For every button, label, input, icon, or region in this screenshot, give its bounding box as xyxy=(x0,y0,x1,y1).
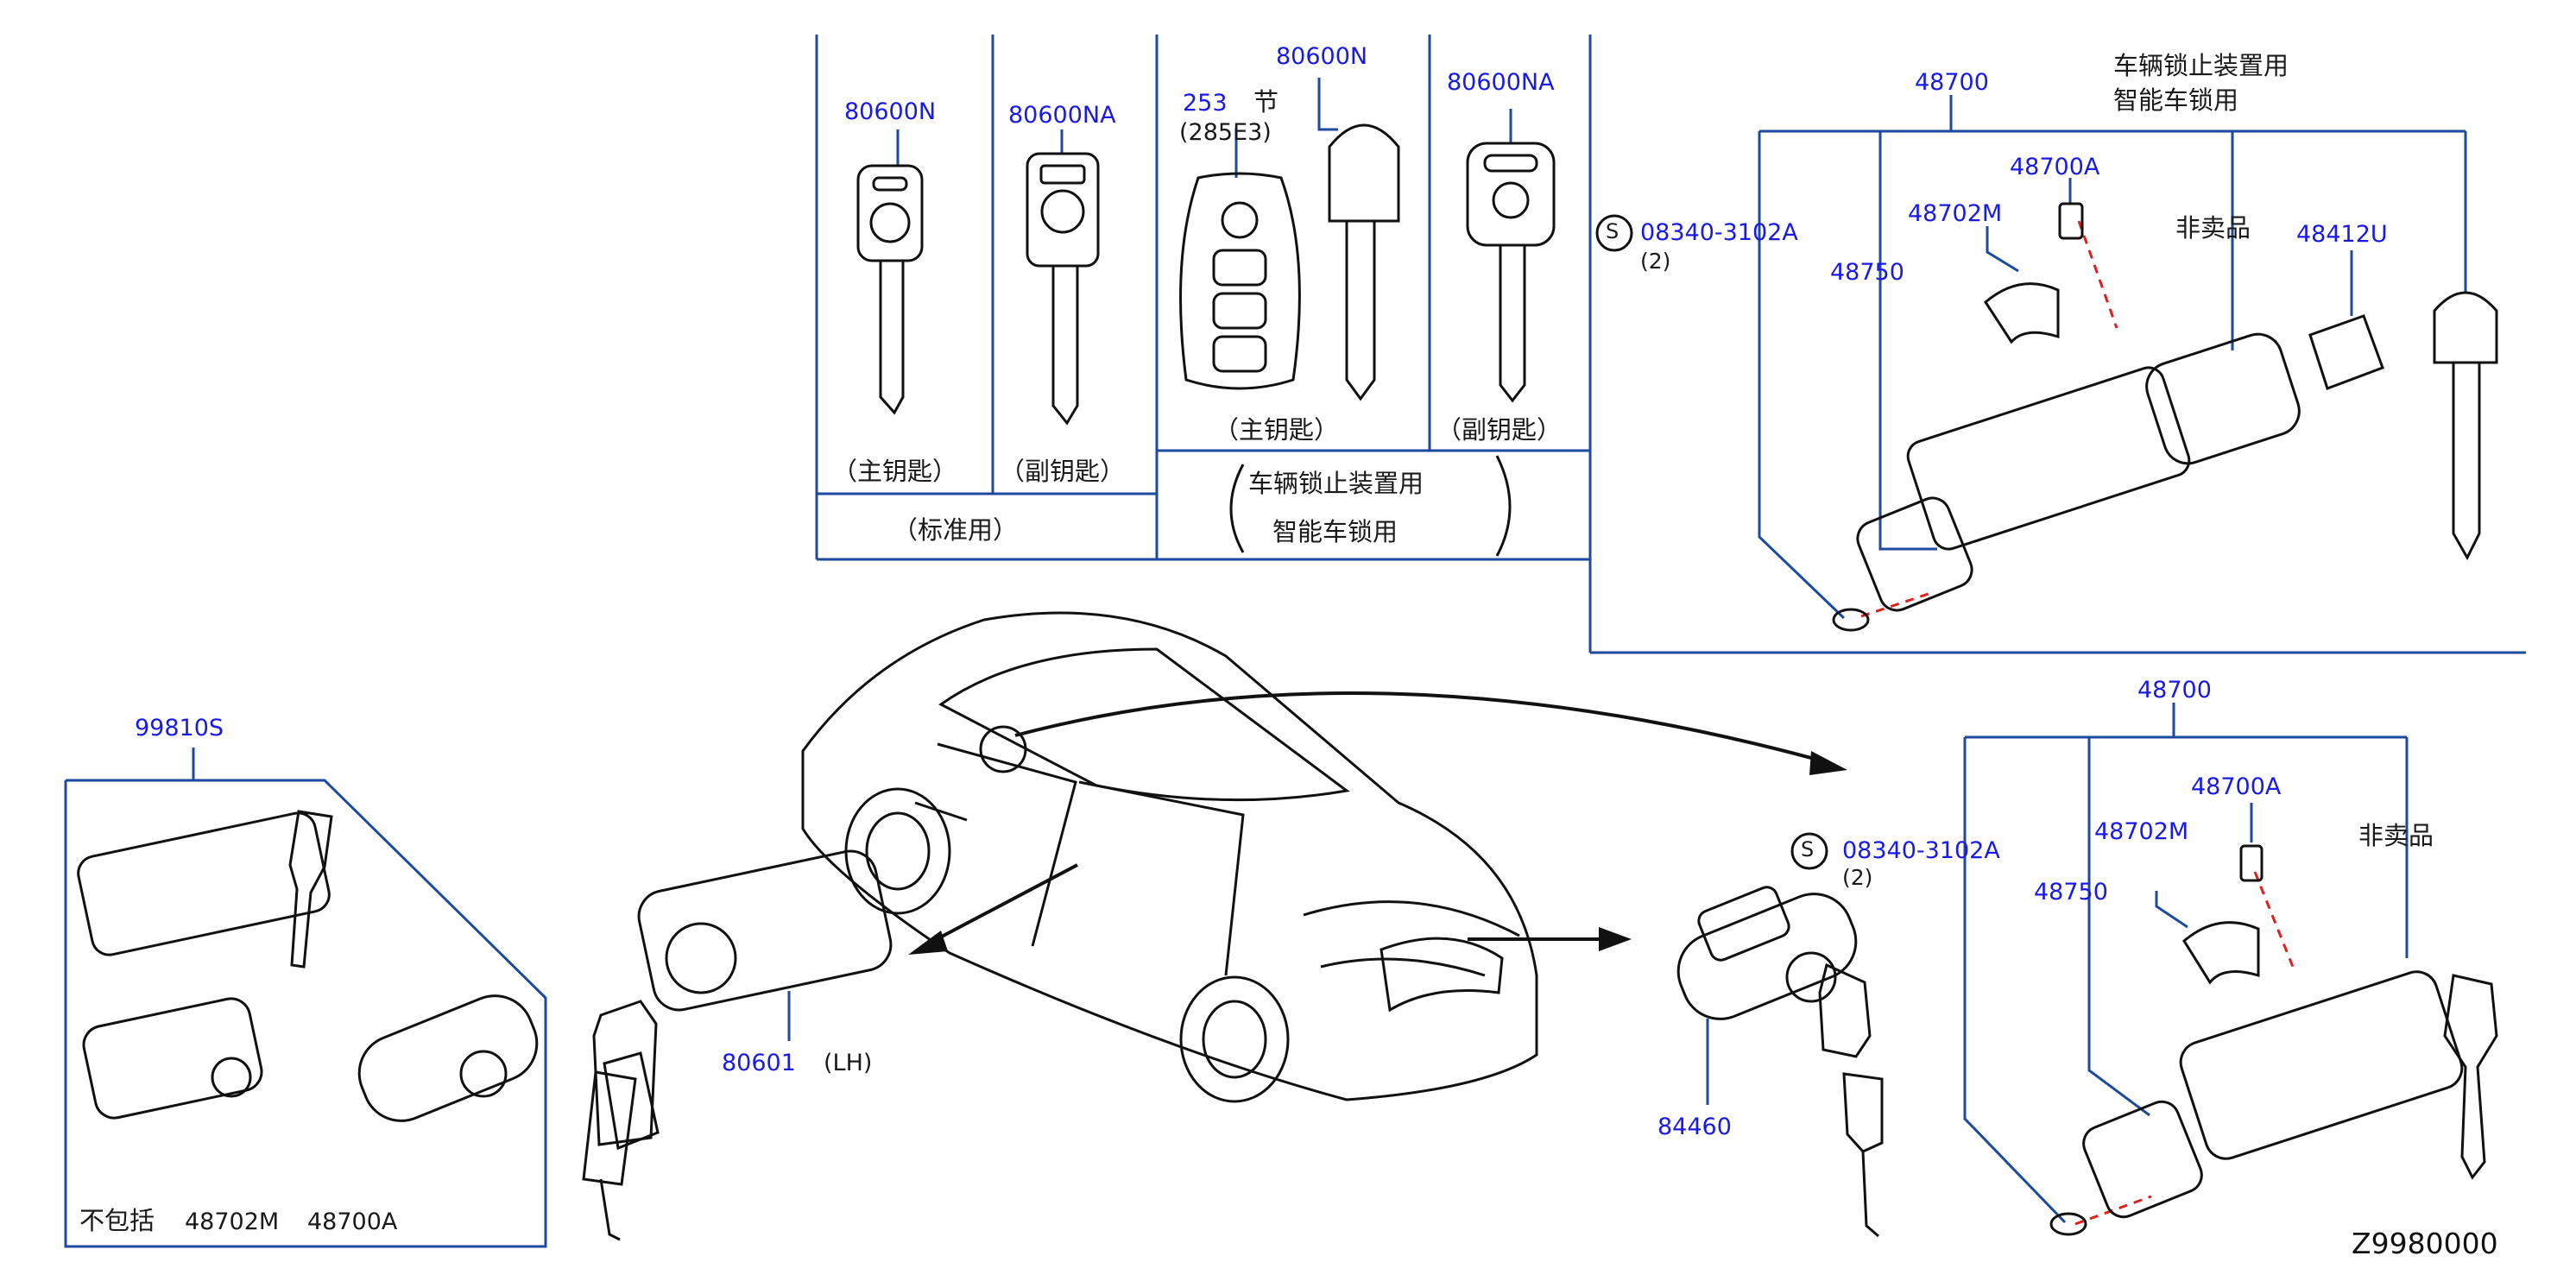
lower-bracket-part-number[interactable]: 48702M xyxy=(2094,818,2189,845)
group-immobilizer-line2: 智能车锁用 xyxy=(1272,517,1398,546)
upper-dashed-leaders xyxy=(1860,220,2118,618)
caption-smart-master-key: （主钥匙） xyxy=(1214,415,1340,445)
key-80600na-sub xyxy=(1026,129,1100,426)
door-lock-side: (LH) xyxy=(824,1050,873,1076)
pointer-arrows xyxy=(923,691,1831,948)
caption-smart-sub-key: （副钥匙） xyxy=(1436,415,1563,445)
trunk-lock-part-number[interactable]: 84460 xyxy=(1657,1114,1732,1140)
upper-screw-symbol: S xyxy=(1606,219,1619,243)
blade-key-part-number[interactable]: 80600N xyxy=(1276,43,1368,70)
upper-note-line1: 车辆锁止装置用 xyxy=(2113,51,2289,80)
key-table-frame xyxy=(815,35,2526,654)
caption-sub-key: （副钥匙） xyxy=(1000,457,1126,486)
door-lock-parts xyxy=(582,849,893,1241)
kit-excludes-bracket: 48702M xyxy=(185,1208,280,1235)
upper-not-sold-label: 非卖品 xyxy=(2175,213,2251,243)
upper-assembly-part-number[interactable]: 48700 xyxy=(1915,69,1989,96)
lower-dashed-leaders xyxy=(2074,871,2295,1226)
upper-bolt-part-number[interactable]: 48700A xyxy=(2010,154,2100,180)
key-80600n-master xyxy=(856,129,924,415)
key-master-part-number[interactable]: 80600N xyxy=(844,98,937,125)
paren-right xyxy=(1495,455,1512,557)
upper-screw-quantity: (2) xyxy=(1640,249,1671,274)
upper-antenna-part-number[interactable]: 48412U xyxy=(2296,221,2388,248)
kit-part-number[interactable]: 99810S xyxy=(135,715,224,741)
key-80600n-blade xyxy=(1317,78,1400,401)
upper-screw-part-number[interactable]: 08340-3102A xyxy=(1640,219,1798,246)
kit-excludes-bolt: 48700A xyxy=(307,1208,398,1235)
lower-screw-part-number[interactable]: 08340-3102A xyxy=(1842,837,2000,864)
key-80600na-blade xyxy=(1466,109,1556,403)
paren-left xyxy=(1229,464,1245,553)
upper-leaders xyxy=(1758,95,2467,620)
lower-leaders xyxy=(1963,703,2409,1224)
smart-key-part-number[interactable]: 253 xyxy=(1183,90,1228,117)
group-standard-label: （标准用） xyxy=(893,515,1019,545)
lower-screw-symbol: S xyxy=(1801,837,1815,861)
blade-sub-key-part-number[interactable]: 80600NA xyxy=(1447,69,1555,96)
smart-key-part-suffix: 节 xyxy=(1253,87,1279,117)
upper-ignition-parts xyxy=(1832,202,2498,632)
lower-screw-symbol-ring xyxy=(1790,832,1828,870)
group-immobilizer-line1: 车辆锁止装置用 xyxy=(1248,469,1424,498)
upper-housing-part-number[interactable]: 48750 xyxy=(1830,259,1904,286)
kit-parts xyxy=(77,810,539,1122)
trunk-lock-parts xyxy=(1676,886,1884,1238)
caption-master-key: （主钥匙） xyxy=(832,457,958,486)
arrow-heads xyxy=(908,751,1847,955)
lower-housing-part-number[interactable]: 48750 xyxy=(2034,879,2108,906)
lower-screw-quantity: (2) xyxy=(1842,865,1873,890)
lower-not-sold-label: 非卖品 xyxy=(2358,821,2434,850)
upper-bracket-part-number[interactable]: 48702M xyxy=(1908,200,2003,227)
kit-excludes-label: 不包括 xyxy=(79,1206,155,1235)
diagram-id: Z9980000 xyxy=(2352,1227,2498,1260)
kit-panel xyxy=(64,748,547,1248)
upper-note-line2: 智能车锁用 xyxy=(2113,85,2239,115)
lower-assembly-part-number[interactable]: 48700 xyxy=(2137,677,2212,704)
door-lock-part-number[interactable]: 80601 xyxy=(722,1050,796,1076)
key-sub-part-number[interactable]: 80600NA xyxy=(1008,102,1116,129)
smart-key-sub-code: (285E3) xyxy=(1179,119,1272,146)
smart-key-fob xyxy=(1179,128,1301,390)
lower-bolt-part-number[interactable]: 48700A xyxy=(2191,773,2282,800)
lower-ignition-parts xyxy=(2049,844,2498,1236)
upper-screw-symbol-ring xyxy=(1595,214,1633,252)
car-illustration xyxy=(801,611,1538,1103)
